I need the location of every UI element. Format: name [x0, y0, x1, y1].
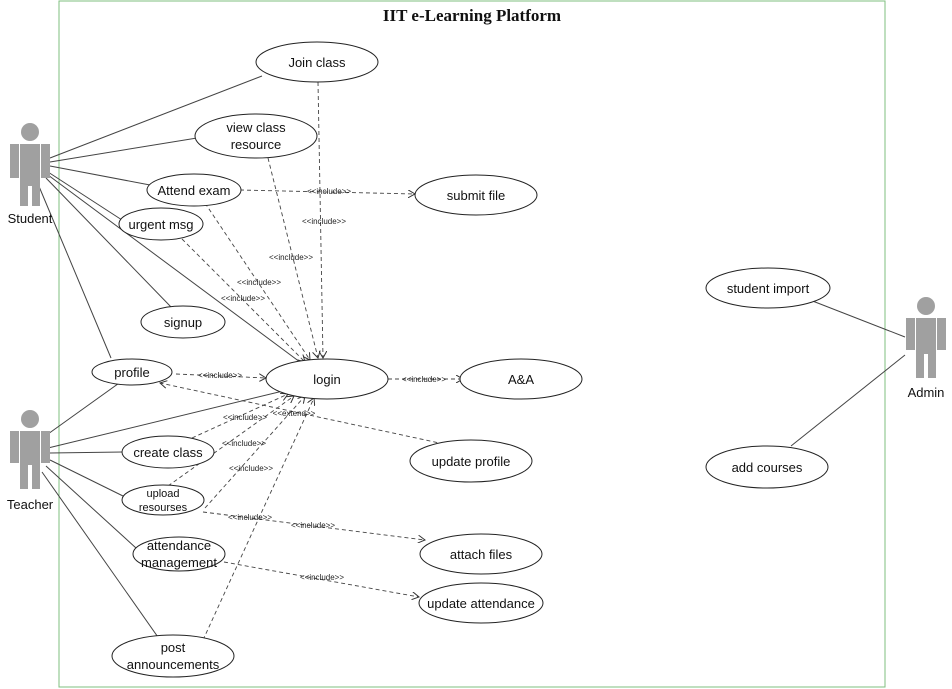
- use-case-label: urgent msg: [128, 217, 193, 232]
- use-case-attendance-management[interactable]: attendance management: [132, 536, 226, 572]
- use-case-submit-file[interactable]: submit file: [414, 174, 538, 216]
- use-case-student-import[interactable]: student import: [705, 267, 831, 309]
- use-case-attach-files[interactable]: attach files: [419, 533, 543, 575]
- dependency-lines: [160, 81, 463, 641]
- use-case-label: post: [161, 640, 186, 655]
- use-case-label: login: [313, 372, 340, 387]
- actor-label: Teacher: [7, 497, 54, 512]
- use-case-attend-exam[interactable]: Attend exam: [146, 173, 242, 207]
- use-case-view-class-resource[interactable]: view class resource: [194, 113, 318, 159]
- use-case-add-courses[interactable]: add courses: [705, 445, 829, 489]
- actor-label: Admin: [908, 385, 945, 400]
- actor-admin[interactable]: Admin: [906, 297, 946, 400]
- use-case-label: update attendance: [427, 596, 535, 611]
- use-case-label: signup: [164, 315, 202, 330]
- use-case-aa[interactable]: A&A: [459, 358, 583, 400]
- include-label: <<include>>: [291, 521, 335, 530]
- use-case-label: attach files: [450, 547, 513, 562]
- use-case-login[interactable]: login: [265, 358, 389, 400]
- use-case-label: attendance: [147, 538, 211, 553]
- use-case-label: A&A: [508, 372, 534, 387]
- include-label: <<include>>: [300, 573, 344, 582]
- extend-label: <<extend>>: [273, 409, 316, 418]
- use-case-label: Attend exam: [158, 183, 231, 198]
- use-case-post-announcements[interactable]: post announcements: [111, 634, 235, 678]
- use-case-urgent-msg[interactable]: urgent msg: [118, 207, 204, 241]
- actor-student[interactable]: Student: [8, 123, 53, 226]
- use-case-label: submit file: [447, 188, 506, 203]
- use-case-label: upload: [146, 488, 179, 500]
- actor-label: Student: [8, 211, 53, 226]
- person-icon: [10, 123, 50, 206]
- include-label: <<include>>: [307, 187, 351, 196]
- include-label: <<include>>: [198, 371, 242, 380]
- actor-teacher[interactable]: Teacher: [7, 410, 54, 512]
- use-case-label: student import: [727, 281, 810, 296]
- use-case-update-profile[interactable]: update profile: [409, 439, 533, 483]
- include-label: <<include>>: [229, 464, 273, 473]
- use-case-join-class[interactable]: Join class: [255, 41, 379, 83]
- person-icon: [906, 297, 946, 378]
- teacher-associations: [41, 380, 284, 641]
- use-case-signup[interactable]: signup: [140, 305, 226, 339]
- use-case-label: update profile: [432, 454, 511, 469]
- use-case-label: profile: [114, 365, 149, 380]
- use-case-label: resource: [231, 137, 282, 152]
- include-label: <<include>>: [269, 253, 313, 262]
- include-label: <<include>>: [222, 439, 266, 448]
- use-case-label: management: [141, 555, 217, 570]
- use-case-label: announcements: [127, 657, 220, 672]
- diagram-title: IIT e-Learning Platform: [383, 6, 561, 25]
- use-case-label: resourses: [139, 502, 188, 514]
- student-associations: [37, 75, 309, 369]
- include-label: <<include>>: [237, 278, 281, 287]
- include-label: <<include>>: [228, 513, 272, 522]
- use-case-label: view class: [226, 120, 286, 135]
- include-label: <<include>>: [402, 375, 446, 384]
- system-boundary: [58, 0, 886, 688]
- use-case-label: add courses: [732, 460, 803, 475]
- stereotype-labels: <<include>> <<include>> <<include>> <<in…: [198, 187, 446, 582]
- include-label: <<include>>: [221, 294, 265, 303]
- use-case-create-class[interactable]: create class: [121, 435, 215, 469]
- person-icon: [10, 410, 50, 489]
- use-case-profile[interactable]: profile: [91, 358, 173, 386]
- include-label: <<include>>: [302, 217, 346, 226]
- use-case-upload-resources[interactable]: upload resourses: [121, 484, 205, 516]
- use-case-label: create class: [133, 445, 203, 460]
- use-case-update-attendance[interactable]: update attendance: [418, 582, 544, 624]
- use-case-label: Join class: [288, 55, 346, 70]
- include-label: <<include>>: [223, 413, 267, 422]
- admin-associations: [790, 299, 906, 447]
